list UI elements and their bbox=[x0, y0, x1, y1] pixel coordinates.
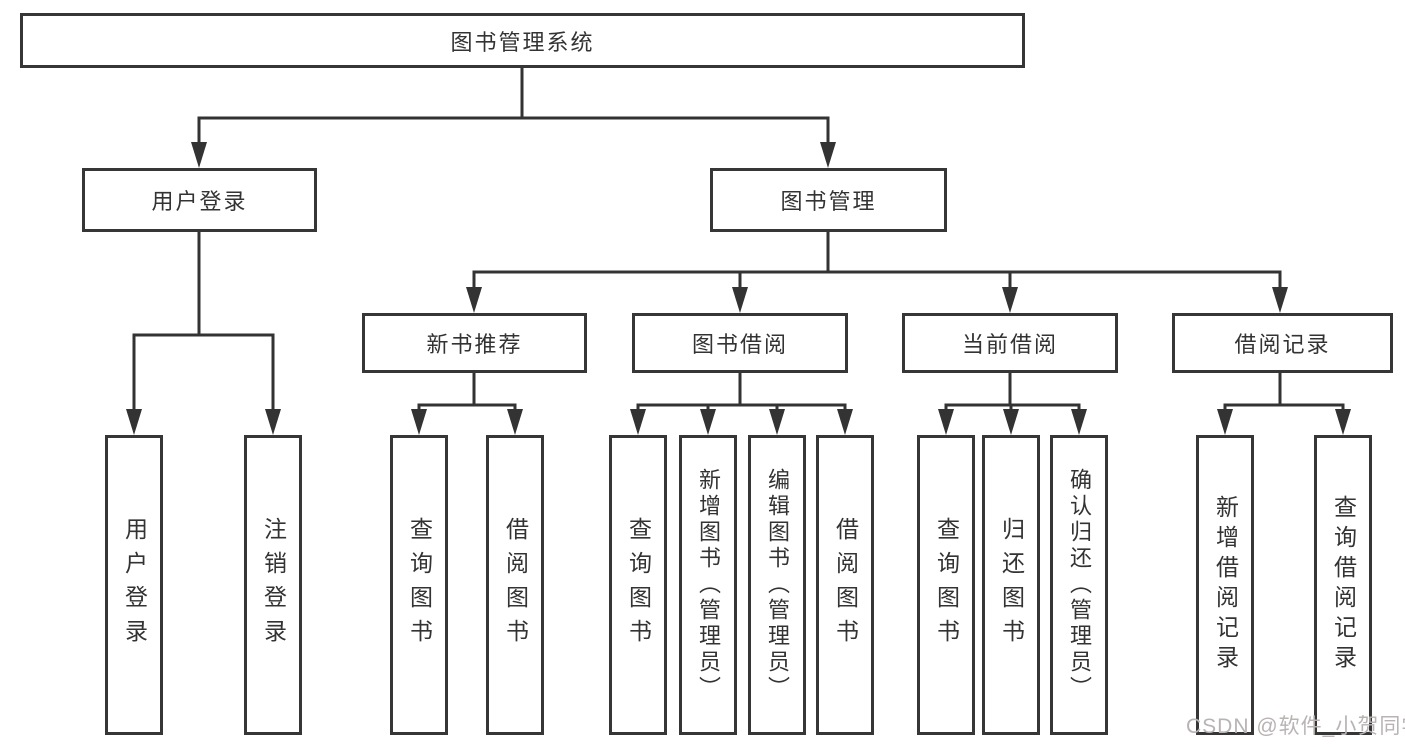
leaf-logout: 注销登录 bbox=[244, 435, 302, 735]
leaf-confirm-return-admin: 确认归还（管理员） bbox=[1050, 435, 1108, 735]
leaf-return-book: 归还图书 bbox=[982, 435, 1040, 735]
leaf-query-books-borrowing-label: 查询图书 bbox=[625, 517, 652, 653]
leaf-confirm-return-admin-label: 确认归还（管理员） bbox=[1067, 468, 1092, 702]
leaf-query-books-current-label: 查询图书 bbox=[933, 517, 960, 653]
leaf-query-books-recommend-label: 查询图书 bbox=[406, 517, 433, 653]
node-book-management: 图书管理 bbox=[710, 168, 947, 232]
leaf-add-book-admin-label: 新增图书（管理员） bbox=[696, 468, 721, 702]
node-borrowing-records-label: 借阅记录 bbox=[1234, 332, 1331, 357]
node-book-borrowing: 图书借阅 bbox=[632, 313, 848, 373]
node-borrowing-records: 借阅记录 bbox=[1172, 313, 1393, 373]
leaf-query-books-current: 查询图书 bbox=[917, 435, 975, 735]
node-root-label: 图书管理系统 bbox=[450, 29, 595, 55]
leaf-add-borrow-record: 新增借阅记录 bbox=[1196, 435, 1254, 735]
leaf-edit-book-admin: 编辑图书（管理员） bbox=[748, 435, 806, 735]
leaf-return-book-label: 归还图书 bbox=[998, 517, 1025, 653]
node-user-login-label: 用户登录 bbox=[151, 189, 248, 214]
node-new-book-recommendation: 新书推荐 bbox=[362, 313, 587, 373]
leaf-borrow-books-borrowing-label: 借阅图书 bbox=[832, 517, 859, 653]
arrowheads bbox=[126, 142, 1351, 435]
node-book-borrowing-label: 图书借阅 bbox=[691, 332, 788, 357]
node-new-book-recommendation-label: 新书推荐 bbox=[426, 332, 523, 357]
leaf-borrow-books-borrowing: 借阅图书 bbox=[816, 435, 874, 735]
leaf-borrow-books-recommend-label: 借阅图书 bbox=[502, 517, 529, 653]
csdn-watermark: CSDN @软件_小贺同学 bbox=[1186, 715, 1405, 738]
leaf-query-borrow-record-label: 查询借阅记录 bbox=[1330, 495, 1357, 675]
leaf-add-book-admin: 新增图书（管理员） bbox=[679, 435, 737, 735]
node-current-borrowing-label: 当前借阅 bbox=[961, 332, 1058, 357]
leaf-logout-label: 注销登录 bbox=[260, 517, 287, 653]
leaf-add-borrow-record-label: 新增借阅记录 bbox=[1212, 495, 1239, 675]
node-current-borrowing: 当前借阅 bbox=[902, 313, 1118, 373]
leaf-query-books-borrowing: 查询图书 bbox=[609, 435, 667, 735]
leaf-user-login-label: 用户登录 bbox=[121, 517, 148, 653]
connector-paths bbox=[132, 66, 1345, 416]
node-root: 图书管理系统 bbox=[20, 13, 1025, 68]
node-book-management-label: 图书管理 bbox=[780, 189, 877, 214]
node-user-login: 用户登录 bbox=[82, 168, 317, 232]
leaf-query-borrow-record: 查询借阅记录 bbox=[1314, 435, 1372, 735]
leaf-query-books-recommend: 查询图书 bbox=[390, 435, 448, 735]
leaf-edit-book-admin-label: 编辑图书（管理员） bbox=[765, 468, 790, 702]
leaf-user-login: 用户登录 bbox=[105, 435, 163, 735]
leaf-borrow-books-recommend: 借阅图书 bbox=[486, 435, 544, 735]
